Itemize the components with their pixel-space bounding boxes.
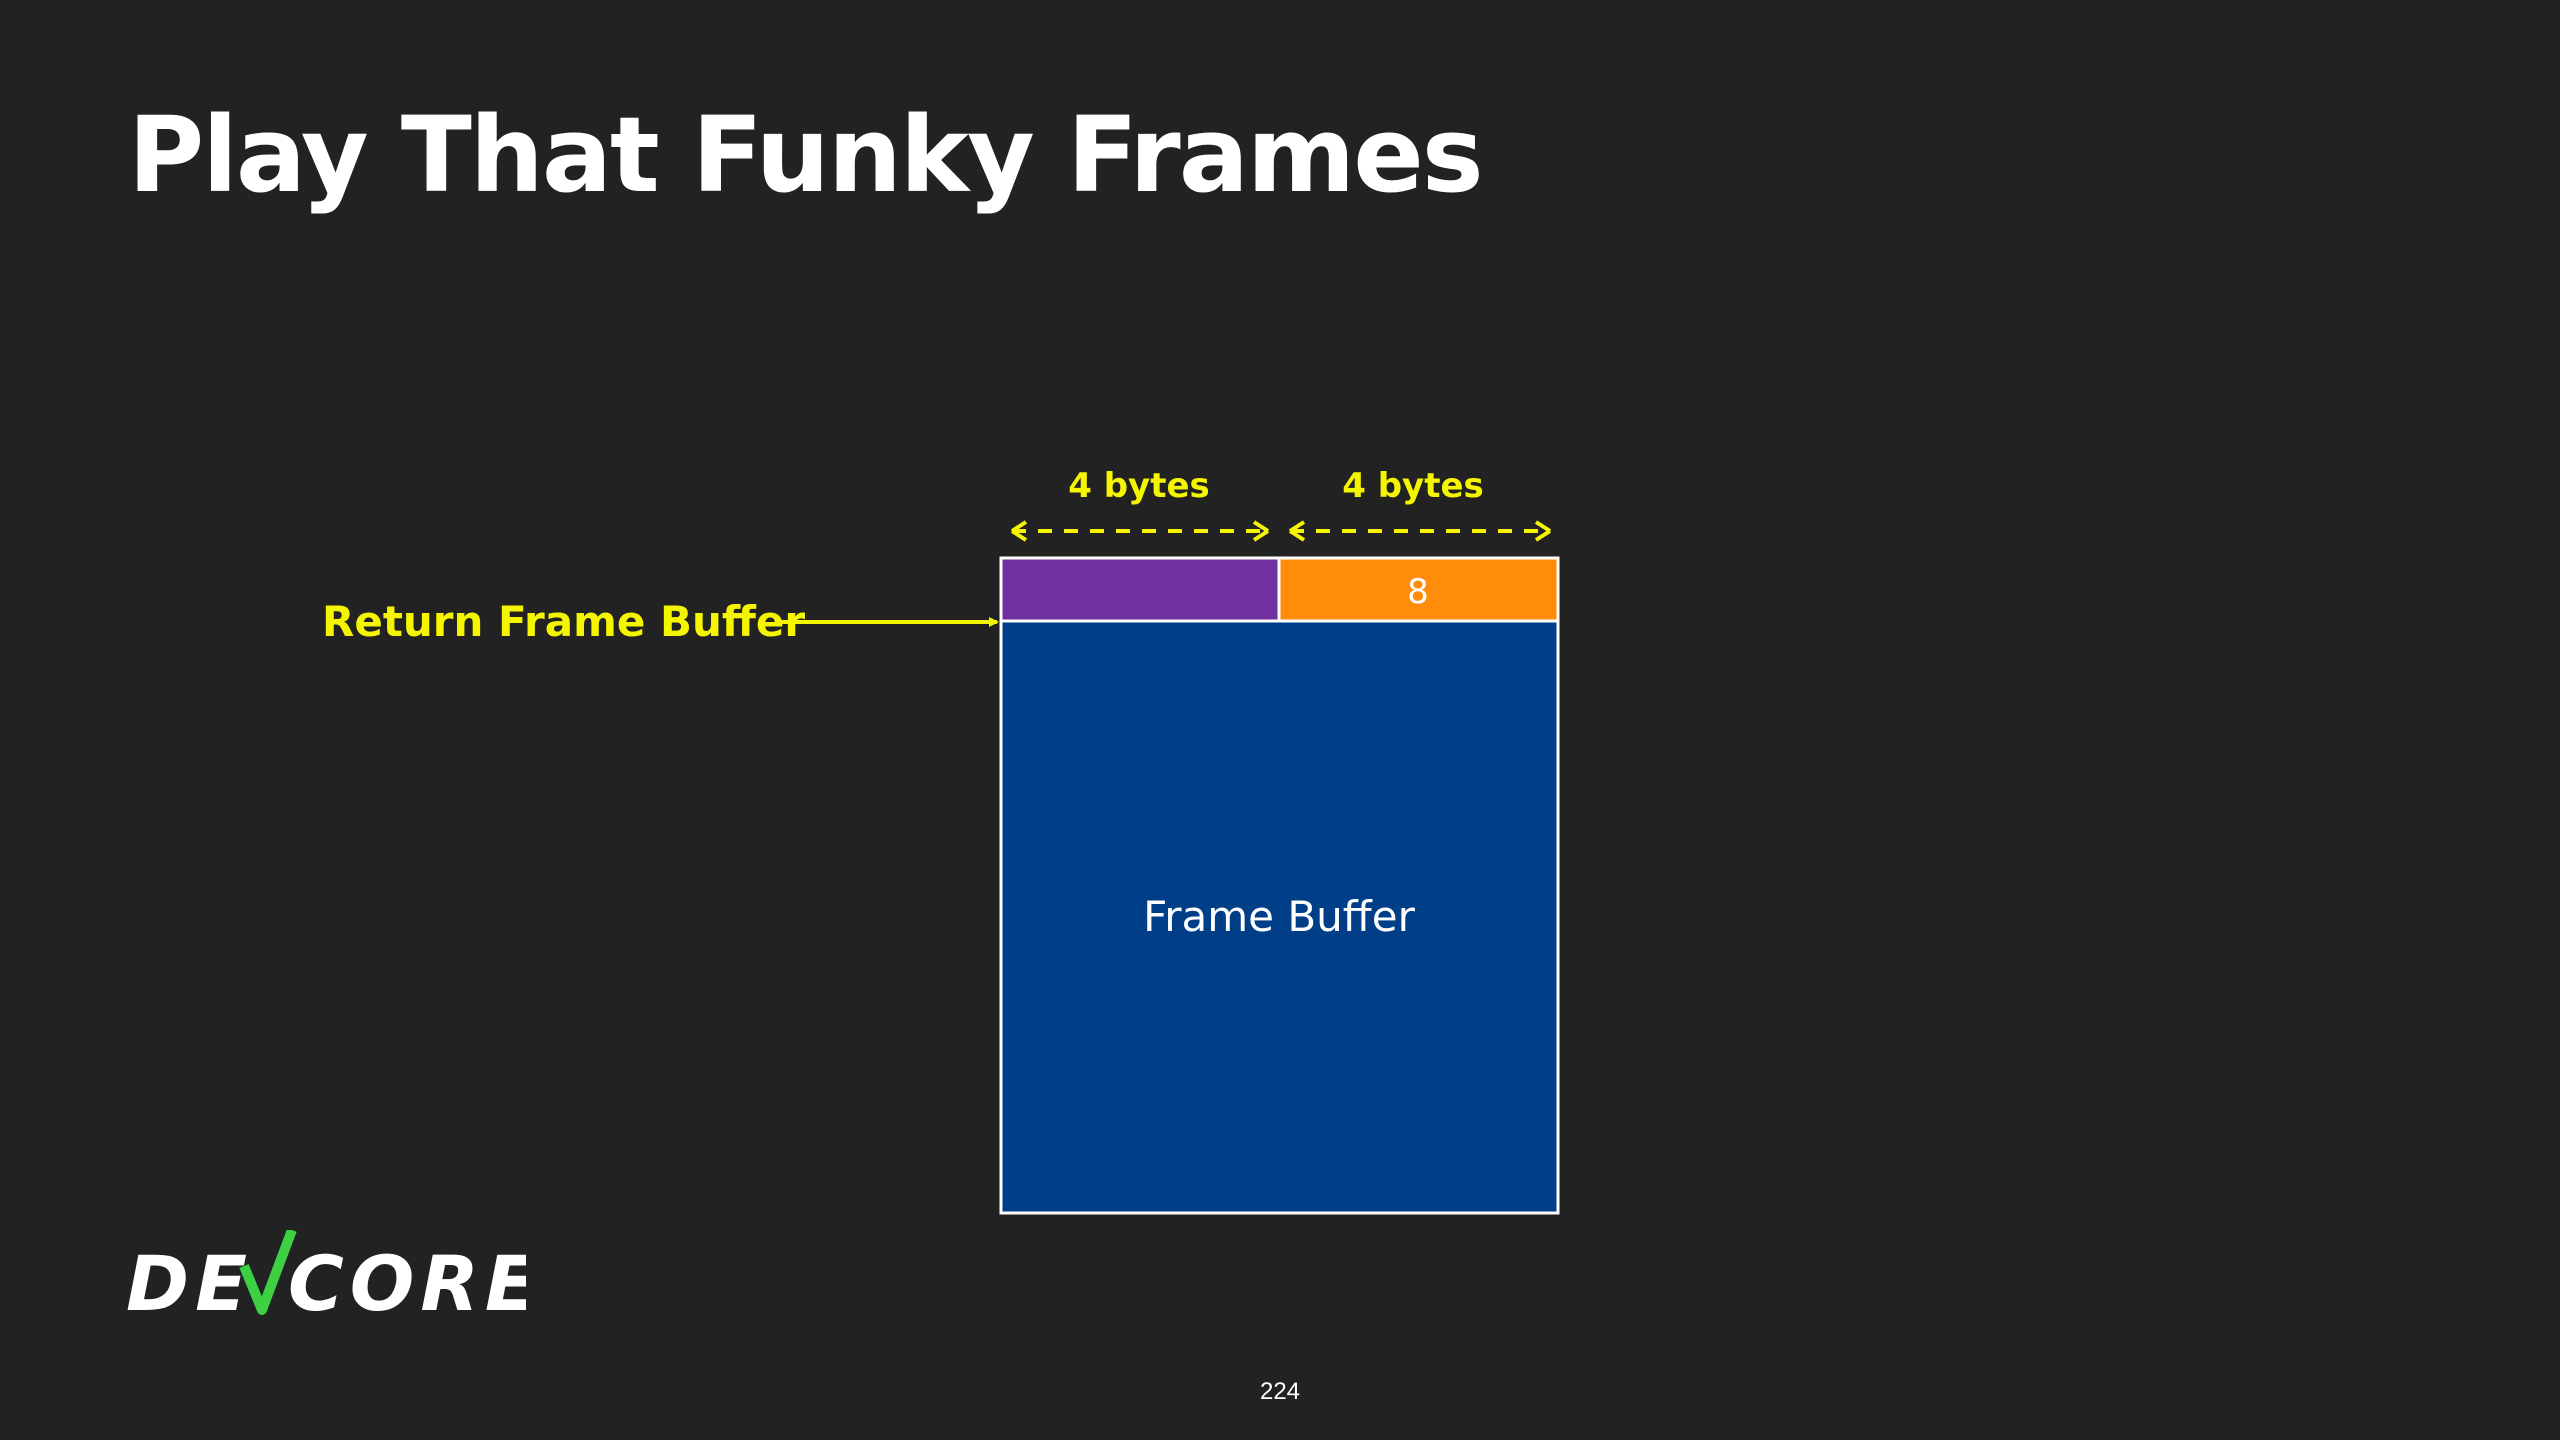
return-frame-buffer-label: Return Frame Buffer bbox=[322, 597, 805, 646]
logo-text-right: CORE bbox=[288, 1239, 526, 1320]
logo-text-left: DE bbox=[126, 1239, 253, 1320]
header-field-1 bbox=[999, 556, 1281, 623]
frame-buffer-block bbox=[999, 619, 1560, 1215]
frame-buffer-label: Frame Buffer bbox=[1143, 892, 1415, 941]
devcore-logo: DE CORE bbox=[126, 1230, 526, 1320]
header-field-2-value: 8 bbox=[1407, 572, 1429, 612]
page-number: 224 bbox=[1259, 1378, 1301, 1405]
field-2-size-label: 4 bytes bbox=[1342, 466, 1484, 506]
devcore-logo-check-icon bbox=[239, 1230, 297, 1315]
field-1-size-label: 4 bytes bbox=[1068, 466, 1210, 506]
field-2-width-arrow bbox=[1288, 520, 1552, 542]
slide-title: Play That Funky Frames bbox=[128, 94, 1484, 216]
field-1-width-arrow bbox=[1010, 520, 1270, 542]
header-field-2 bbox=[1277, 556, 1560, 623]
